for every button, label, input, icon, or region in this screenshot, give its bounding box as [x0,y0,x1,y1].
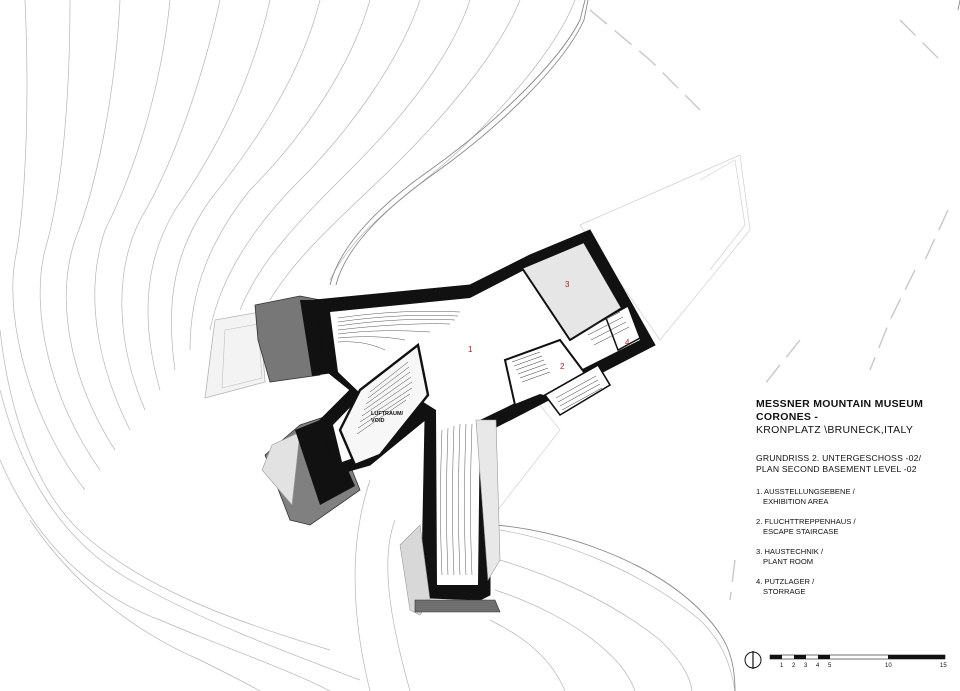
room-legend: 1. AUSSTELLUNGSEBENE /EXHIBITION AREA 2.… [756,487,956,596]
room-label-3: 3 [565,280,570,289]
void-label-line1: LUFTRAUM/ [371,411,404,417]
legend-item-de: 1. AUSSTELLUNGSEBENE / [756,487,855,496]
project-location: KRONPLATZ \BRUNECK,ITALY [756,424,914,436]
scale-tick-4: 4 [816,663,820,669]
legend-item-en: ESCAPE STAIRCASE [763,526,839,536]
title-block: MESSNER MOUNTAIN MUSEUM CORONES - KRONPL… [756,398,956,607]
road-edge [329,0,960,691]
project-title-line2: CORONES - [756,411,819,423]
scale-tick-15: 15 [940,663,947,669]
room-label-1: 1 [468,345,473,354]
room-label-2: 2 [560,362,565,371]
legend-item-2: 2. FLUCHTTREPPENHAUS /ESCAPE STAIRCASE [756,517,956,536]
legend-item-4: 4. PUTZLAGER /STORRAGE [756,577,956,596]
museum-plan [314,229,656,616]
legend-item-de: 4. PUTZLAGER / [756,577,815,586]
subtitle-line1: GRUNDRISS 2. UNTERGESCHOSS -02/ [756,453,922,463]
north-arrow-icon [744,651,762,669]
legend-item-1: 1. AUSSTELLUNGSEBENE /EXHIBITION AREA [756,487,956,506]
legend-item-en: EXHIBITION AREA [763,496,829,506]
legend-item-de: 2. FLUCHTTREPPENHAUS / [756,517,856,526]
scale-bar [769,654,946,660]
subtitle-line2: PLAN SECOND BASEMENT LEVEL -02 [756,464,917,474]
scale-tick-10: 10 [885,663,892,669]
dashed-terrain [589,9,949,601]
scale-tick-5: 5 [828,663,832,669]
scale-tick-2: 2 [792,663,796,669]
project-title-line1: MESSNER MOUNTAIN MUSEUM [756,398,924,410]
void-label-line2: VOID [371,418,384,424]
drawing-subtitle: GRUNDRISS 2. UNTERGESCHOSS -02/ PLAN SEC… [756,453,956,475]
terrain-contours [0,0,736,691]
scale-tick-3: 3 [804,663,808,669]
legend-item-en: PLANT ROOM [763,556,814,566]
legend-item-3: 3. HAUSTECHNIK /PLANT ROOM [756,547,956,566]
legend-item-en: STORRAGE [763,586,806,596]
legend-item-de: 3. HAUSTECHNIK / [756,547,824,556]
scale-tick-1: 1 [780,663,784,669]
room-label-4: 4 [625,338,630,347]
